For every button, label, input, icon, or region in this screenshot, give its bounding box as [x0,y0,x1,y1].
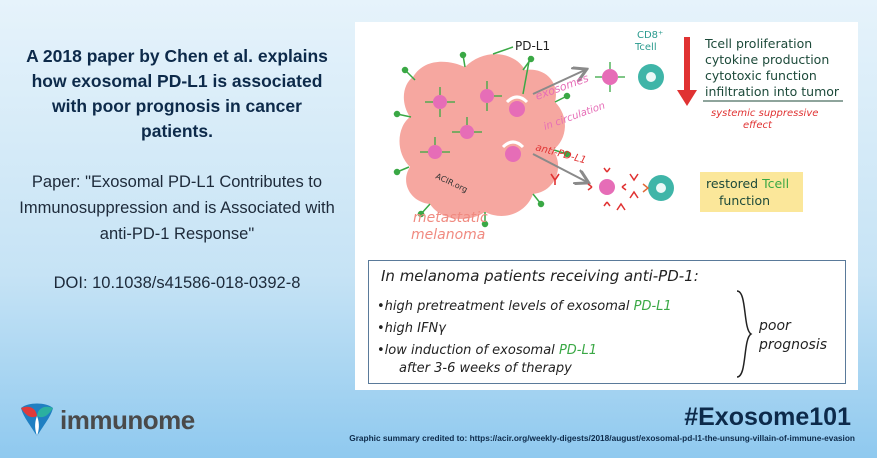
pdl1-label: PD-L1 [515,39,550,53]
exosome-spikes [420,81,502,153]
finding-2: •high IFNγ [377,321,446,336]
doi-text: DOI: 10.1038/s41586-018-0392-8 [53,274,301,292]
finding-3-pdl1: PD-L1 [558,343,598,358]
antibody-icon [550,173,560,185]
findings-box: In melanoma patients receiving anti-PD-1… [368,260,846,384]
finding-3: •low induction of exosomal PD-L1 [377,343,597,358]
suppressive-label: systemic suppressive [711,108,818,119]
logo-wordmark: immunome [60,404,195,435]
budding-exosome [505,146,521,162]
tumor-label-2: melanoma [411,227,485,243]
headline: A 2018 paper by Chen et al. explains how… [26,46,328,141]
restored-label-1: restored Tcell [706,176,789,191]
paper-title: Paper: "Exosomal PD-L1 Contributes to Im… [19,173,335,243]
budding-exosome [509,101,525,117]
tumor-cell [399,54,565,219]
finding-1-text: •high pretreatment levels of exosomal [377,299,630,314]
effect-item: infiltration into tumor [705,84,840,99]
suppressive-label-2: effect [743,120,773,131]
effect-item: cytokine production [705,52,829,67]
effects-list: Tcell proliferation cytokine production … [704,36,840,99]
immunome-logo-icon [21,403,53,436]
hashtag: #Exosome101 [684,403,851,431]
cd8-label-2: Tcell [634,42,657,53]
decrease-arrow-icon [677,90,697,106]
mechanism-diagram: PD-L1 ACIR.org metastatic melanoma exoso… [393,30,843,243]
exosome-near-tcell [602,69,618,85]
graphic-summary-card: PD-L1 ACIR.org metastatic melanoma exoso… [355,22,858,390]
effect-item: Tcell proliferation [704,36,812,51]
credit-line: Graphic summary credited to: https://aci… [349,433,855,443]
antibodies-cluster [616,173,639,211]
immunome-logo: immunome [18,402,195,438]
summary-text-block: A 2018 paper by Chen et al. explains how… [18,44,336,295]
tumor-label-1: metastatic [413,210,488,226]
finding-3-text: •low induction of exosomal [377,343,555,358]
finding-1-pdl1: PD-L1 [633,299,672,314]
pdl1-spikes [393,51,571,228]
blocked-exosome [599,179,615,195]
finding-3-cont: after 3-6 weeks of therapy [399,361,572,376]
restored-label-2: function [719,193,770,208]
finding-1: •high pretreatment levels of exosomal PD… [377,299,672,314]
restored-highlight [700,172,803,212]
box-title: In melanoma patients receiving anti-PD-1… [381,267,699,285]
cd8-label-1: CD8⁺ [637,30,663,41]
brace-icon [736,290,753,378]
effect-item: cytotoxic function [705,68,817,83]
intracellular-exosomes [428,89,494,159]
